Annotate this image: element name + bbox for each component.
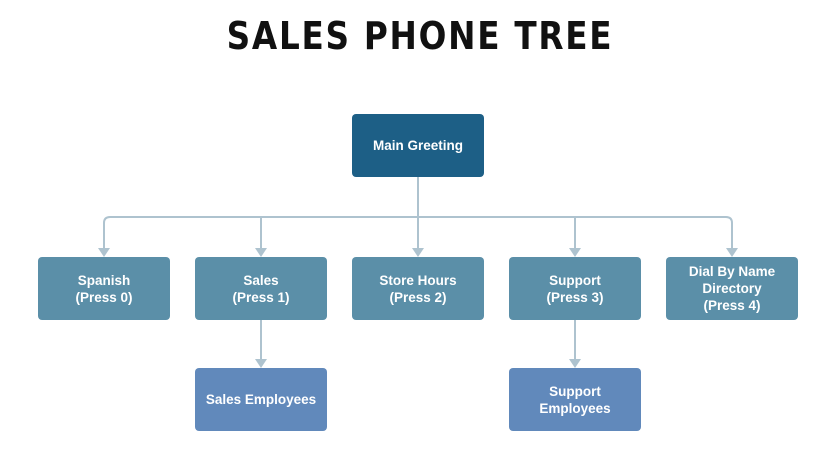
node-dial-by-name: Dial By Name Directory (Press 4) xyxy=(666,257,798,320)
node-store-hours: Store Hours (Press 2) xyxy=(352,257,484,320)
diagram-title: SALES PHONE TREE xyxy=(226,14,614,58)
arrow-icon xyxy=(569,248,581,257)
arrow-icon xyxy=(255,248,267,257)
arrow-icon xyxy=(255,359,267,368)
node-spanish: Spanish (Press 0) xyxy=(38,257,170,320)
arrow-icon xyxy=(412,248,424,257)
node-main-greeting: Main Greeting xyxy=(352,114,484,177)
arrow-icon xyxy=(98,248,110,257)
arrow-icon xyxy=(569,359,581,368)
arrow-icon xyxy=(726,248,738,257)
node-sales-employees: Sales Employees xyxy=(195,368,327,431)
node-support: Support (Press 3) xyxy=(509,257,641,320)
node-support-employees: Support Employees xyxy=(509,368,641,431)
node-sales: Sales (Press 1) xyxy=(195,257,327,320)
